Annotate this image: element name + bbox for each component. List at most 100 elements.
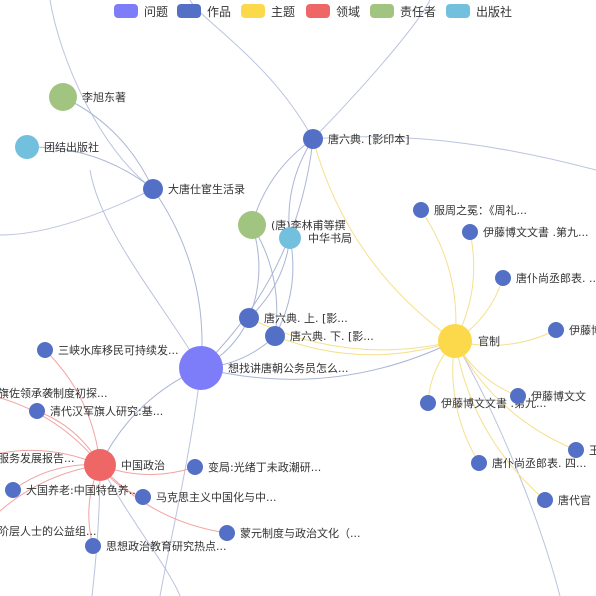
node-label: 唐仆尚丞郎表. ... (516, 271, 596, 285)
graph-node-w7[interactable]: 唐仆尚丞郎表. ... (495, 270, 596, 286)
node-label: 伊藤博 (569, 324, 596, 337)
node-circle[interactable] (495, 270, 511, 286)
node-label: 思想政治教育研究热点... (106, 539, 227, 553)
node-label: 大国养老:中国特色养... (26, 483, 139, 497)
graph-node-w12[interactable]: 唐仆尚丞郎表. 四... (471, 455, 586, 471)
node-circle[interactable] (85, 538, 101, 554)
legend-swatch-work (177, 4, 201, 18)
legend-label-work: 作品 (207, 4, 232, 19)
graph-node-f1[interactable]: 中国政治 (84, 449, 165, 481)
legend-label-publisher: 出版社 (476, 4, 513, 19)
graph-edge (274, 335, 456, 356)
node-circle[interactable] (420, 395, 436, 411)
graph-edge (288, 138, 314, 239)
graph-node-w3[interactable]: 唐六典. 上. [影... (239, 308, 348, 328)
graph-node-p1[interactable]: 团结出版社 (15, 135, 99, 159)
node-circle[interactable] (279, 227, 301, 249)
graph-edge (99, 464, 228, 534)
node-circle[interactable] (135, 489, 151, 505)
graph-node-w19[interactable]: 大国养老:中国特色养... (5, 482, 139, 498)
legend-item-work[interactable]: 作品 (177, 2, 231, 20)
node-circle[interactable] (510, 388, 526, 404)
graph-node-w8[interactable]: 伊藤博 (548, 322, 596, 338)
node-circle[interactable] (537, 492, 553, 508)
graph-edge (89, 169, 202, 369)
graph-node-w4[interactable]: 唐六典. 下. [影... (265, 326, 374, 346)
node-label: 团结出版社 (44, 140, 99, 154)
graph-node-w6[interactable]: 伊藤博文文書 .第九... (462, 224, 588, 240)
node-label: 蒙元制度与政治文化（... (240, 526, 361, 540)
graph-node-w15[interactable]: 旗佐领承袭制度初探... (0, 385, 108, 401)
node-circle[interactable] (568, 442, 584, 458)
node-label: 阶层人士的公益组... (0, 524, 97, 538)
graph-node-t1[interactable]: 官制 (438, 324, 500, 358)
node-circle[interactable] (49, 83, 77, 111)
graph-edge (159, 367, 202, 596)
graph-node-a1[interactable]: 李旭东著 (49, 83, 126, 111)
node-circle[interactable] (265, 326, 285, 346)
legend-item-publisher[interactable]: 出版社 (446, 2, 512, 20)
graph-edge (0, 464, 101, 512)
node-circle[interactable] (548, 322, 564, 338)
node-circle[interactable] (5, 482, 21, 498)
legend-label-author: 责任者 (400, 4, 437, 19)
node-circle[interactable] (413, 202, 429, 218)
graph-edge (26, 146, 154, 190)
graph-node-w5[interactable]: 服周之冕：《周礼... (413, 202, 527, 218)
node-circle[interactable] (471, 455, 487, 471)
graph-edge (200, 340, 456, 380)
node-label: 服周之冕：《周礼... (434, 203, 527, 217)
graph-node-w11[interactable]: 王 (568, 442, 596, 458)
node-circle[interactable] (187, 459, 203, 475)
legend-swatch-author (370, 4, 394, 18)
legend-item-topic[interactable]: 主题 (241, 2, 295, 20)
graph-node-w2[interactable]: 大唐仕宦生活录 (143, 179, 245, 199)
node-label: 马克思主义中国化与中... (156, 490, 277, 504)
node-circle[interactable] (37, 342, 53, 358)
graph-edge (251, 138, 314, 226)
node-circle[interactable] (303, 129, 323, 149)
graph-node-w16[interactable]: 清代汉军旗人研究:基... (29, 403, 163, 419)
node-label: 唐六典. 上. [影... (264, 311, 348, 325)
legend-swatch-field (306, 4, 330, 18)
graph-node-w14[interactable]: 三峡水库移民可持续发... (37, 342, 179, 358)
graph-node-w23[interactable]: 思想政治教育研究热点... (85, 538, 227, 554)
node-circle[interactable] (179, 346, 223, 390)
graph-edge (0, 188, 154, 236)
graph-node-w13[interactable]: 唐代官 (537, 492, 591, 508)
node-circle[interactable] (84, 449, 116, 481)
legend-item-author[interactable]: 责任者 (370, 2, 436, 20)
node-circle[interactable] (238, 211, 266, 239)
node-circle[interactable] (15, 135, 39, 159)
node-circle[interactable] (438, 324, 472, 358)
legend-label-topic: 主题 (271, 4, 296, 19)
graph-node-w18[interactable]: 变局:光绪丁未政潮研... (187, 459, 321, 475)
graph-node-w9[interactable]: 伊藤博文文書 .第九... (420, 395, 546, 411)
graph-edge (152, 188, 203, 369)
node-label: 三峡水库移民可持续发... (58, 343, 179, 357)
graph-node-p2[interactable]: 中华书局 (279, 227, 352, 249)
node-label: 中国政治 (121, 458, 165, 472)
node-circle[interactable] (239, 308, 259, 328)
graph-node-w20[interactable]: 马克思主义中国化与中... (135, 489, 277, 505)
graph-node-q1[interactable]: 想找讲唐朝公务员怎么... (179, 346, 349, 390)
graph-edge (200, 138, 314, 369)
graph-node-w1[interactable]: 唐六典. [影印本] (303, 129, 410, 149)
legend-item-question[interactable]: 问题 (114, 2, 168, 20)
node-circle[interactable] (462, 224, 478, 240)
node-label: 清代汉军旗人研究:基... (50, 404, 163, 418)
node-circle[interactable] (219, 525, 235, 541)
node-label: 变局:光绪丁未政潮研... (208, 460, 321, 474)
legend-swatch-publisher (446, 4, 470, 18)
node-circle[interactable] (29, 403, 45, 419)
legend: 问题 作品 主题 领域 责任者 出版社 (0, 2, 596, 22)
graph-edge (420, 209, 457, 342)
graph-node-w10[interactable]: 伊藤博文文 (510, 388, 586, 404)
node-circle[interactable] (143, 179, 163, 199)
graph-node-w21[interactable]: 阶层人士的公益组... (0, 523, 97, 539)
legend-item-field[interactable]: 领域 (306, 2, 360, 20)
graph-node-w22[interactable]: 蒙元制度与政治文化（... (219, 525, 361, 541)
graph-node-w17[interactable]: 服务发展报告... (0, 450, 75, 466)
